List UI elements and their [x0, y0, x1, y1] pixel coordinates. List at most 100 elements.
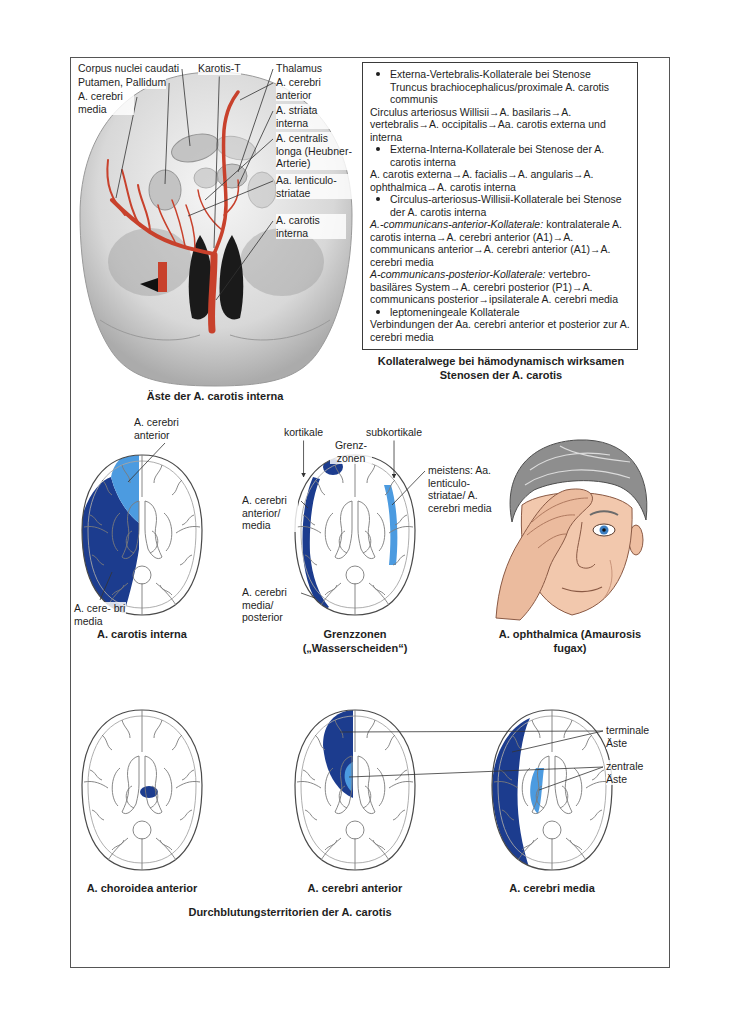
- arteries: [107, 160, 150, 232]
- text-paragraph: Circulus-arteriosus-Willisii-Kollaterale…: [370, 193, 630, 218]
- collateral-text: Circulus arteriosus Willisii→A. basilari…: [370, 106, 606, 143]
- collateral-text: leptomeningeale Kollaterale: [390, 306, 520, 318]
- territory: [323, 710, 353, 798]
- face-illustration: [600, 526, 609, 535]
- brain-slice-choroidea: [82, 710, 202, 870]
- part-label: A. cerebri anterior: [134, 416, 196, 441]
- brain-slice-media: [492, 710, 612, 870]
- face-illustration: [527, 498, 588, 548]
- part-label: A. cerebri anterior: [276, 76, 346, 101]
- part-label: kortikale: [284, 426, 323, 439]
- figure-caption: Kollateralwege bei hämodynamisch wirksam…: [370, 355, 632, 382]
- leader-line: [349, 767, 603, 777]
- brain-slice-media: [492, 710, 612, 870]
- part-label: zentrale Äste: [606, 760, 660, 785]
- leader-line: [392, 471, 425, 505]
- figure-caption: A. choroidea anterior: [77, 882, 207, 896]
- figure-caption: Äste der A. carotis interna: [115, 390, 315, 404]
- part-label: A. striata interna: [276, 104, 338, 129]
- part-label: meistens: Aa. lenticulo-striatae/ A. cer…: [428, 464, 494, 514]
- part-label: subkortikale: [366, 426, 422, 439]
- part-label: A. cere- bri media: [74, 602, 126, 627]
- brain-slice-watershed: [295, 455, 415, 615]
- brain-slice-choroidea: [82, 710, 202, 870]
- leader-line: [238, 69, 273, 172]
- part-label: Grenz- zonen: [330, 439, 372, 464]
- skull-illustration: [108, 228, 192, 296]
- part-label: A. carotis interna: [276, 214, 346, 239]
- face-illustration: [496, 489, 593, 620]
- face-illustration: [593, 524, 615, 536]
- brain-slice-anterior: [295, 710, 415, 870]
- bullet-dot: [376, 147, 380, 151]
- brain-slice-anterior: [295, 710, 415, 870]
- bullet-dot: [376, 310, 380, 314]
- brain-slice-carotis: [80, 451, 202, 619]
- leader-line: [205, 139, 273, 200]
- face-illustration: [525, 446, 630, 485]
- leader-line: [301, 593, 315, 598]
- brain-slice-carotis: [82, 455, 202, 615]
- figure-caption: A. ophthalmica (Amaurosis fugax): [495, 628, 645, 655]
- collateral-box: Externa-Vertebralis-Kollaterale bei Sten…: [362, 62, 638, 350]
- arteries: [112, 200, 214, 254]
- skull-illustration: [158, 262, 167, 292]
- bullet-dot: [376, 72, 380, 76]
- brain-slice-anterior: [295, 710, 415, 870]
- territory: [323, 710, 353, 798]
- collateral-text: A. carotis externa→A. facialis→A. angula…: [370, 168, 594, 193]
- part-label: A. cerebri anterior/ media: [242, 494, 298, 532]
- brain-slice-watershed: [295, 455, 415, 615]
- part-label: A. cerebri media/ posterior: [242, 586, 298, 624]
- part-label: A. cerebri media: [78, 90, 134, 115]
- collateral-text: Verbindungen der Aa. cerebri anterior et…: [370, 318, 630, 343]
- collateral-text: Externa-Interna-Kollaterale bei Stenose …: [390, 143, 604, 168]
- text-paragraph: Verbindungen der Aa. cerebri anterior et…: [370, 318, 630, 343]
- face-illustration: [602, 528, 606, 532]
- arteries: [211, 255, 214, 330]
- brain-nuclei: [168, 129, 221, 167]
- face-illustration: [562, 587, 602, 592]
- collateral-text: Circulus-arteriosus-Willisii-Kollaterale…: [390, 193, 622, 218]
- territory: [492, 718, 530, 870]
- bullet-dot: [376, 197, 380, 201]
- face-illustration: [590, 511, 618, 515]
- leader-line: [512, 731, 603, 752]
- part-label: Thalamus: [276, 62, 322, 75]
- part-label: Aa. lenticulo-striatae: [276, 174, 358, 199]
- collateral-text: Externa-Vertebralis-Kollaterale bei Sten…: [390, 68, 609, 105]
- text-paragraph: A-communicans-posterior-Kollaterale:vert…: [370, 268, 630, 306]
- part-label: A. centralis longa (Heubner-Arterie): [276, 132, 354, 170]
- brain-nuclei: [248, 172, 276, 208]
- leader-line: [182, 69, 190, 146]
- text-paragraph: Circulus arteriosus Willisii→A. basilari…: [370, 106, 630, 144]
- face-illustration: [604, 560, 612, 598]
- text-paragraph: A. carotis externa→A. facialis→A. angula…: [370, 168, 630, 193]
- figure-caption: A. carotis interna: [77, 628, 207, 642]
- face-illustration: [577, 522, 595, 568]
- leader-line: [539, 767, 603, 790]
- leader-line: [165, 83, 169, 184]
- text-paragraph: leptomeningeale Kollaterale: [370, 306, 630, 319]
- leader-line: [128, 443, 165, 482]
- brain-slice-choroidea: [82, 710, 202, 870]
- brain-nuclei: [149, 129, 276, 210]
- skull-illustration: [140, 278, 158, 292]
- pointer-arrow: [303, 441, 304, 478]
- skull-illustration: [80, 72, 352, 386]
- leader-line: [238, 111, 273, 186]
- text-paragraph: Externa-Vertebralis-Kollaterale bei Sten…: [370, 68, 630, 106]
- arteries: [198, 180, 238, 230]
- arteries: [107, 92, 238, 330]
- leader-line: [301, 501, 308, 508]
- part-label: Corpus nuclei caudati: [78, 62, 179, 75]
- brain-slice-media: [492, 710, 612, 870]
- pointer-arrow: [394, 441, 395, 479]
- leader-line: [214, 77, 219, 249]
- text-paragraph: A.-communicans-anterior-Kollaterale:kont…: [370, 218, 630, 268]
- brain-nuclei: [214, 132, 258, 164]
- figure-caption: A. cerebri media: [487, 882, 617, 896]
- skull-illustration: [80, 72, 352, 386]
